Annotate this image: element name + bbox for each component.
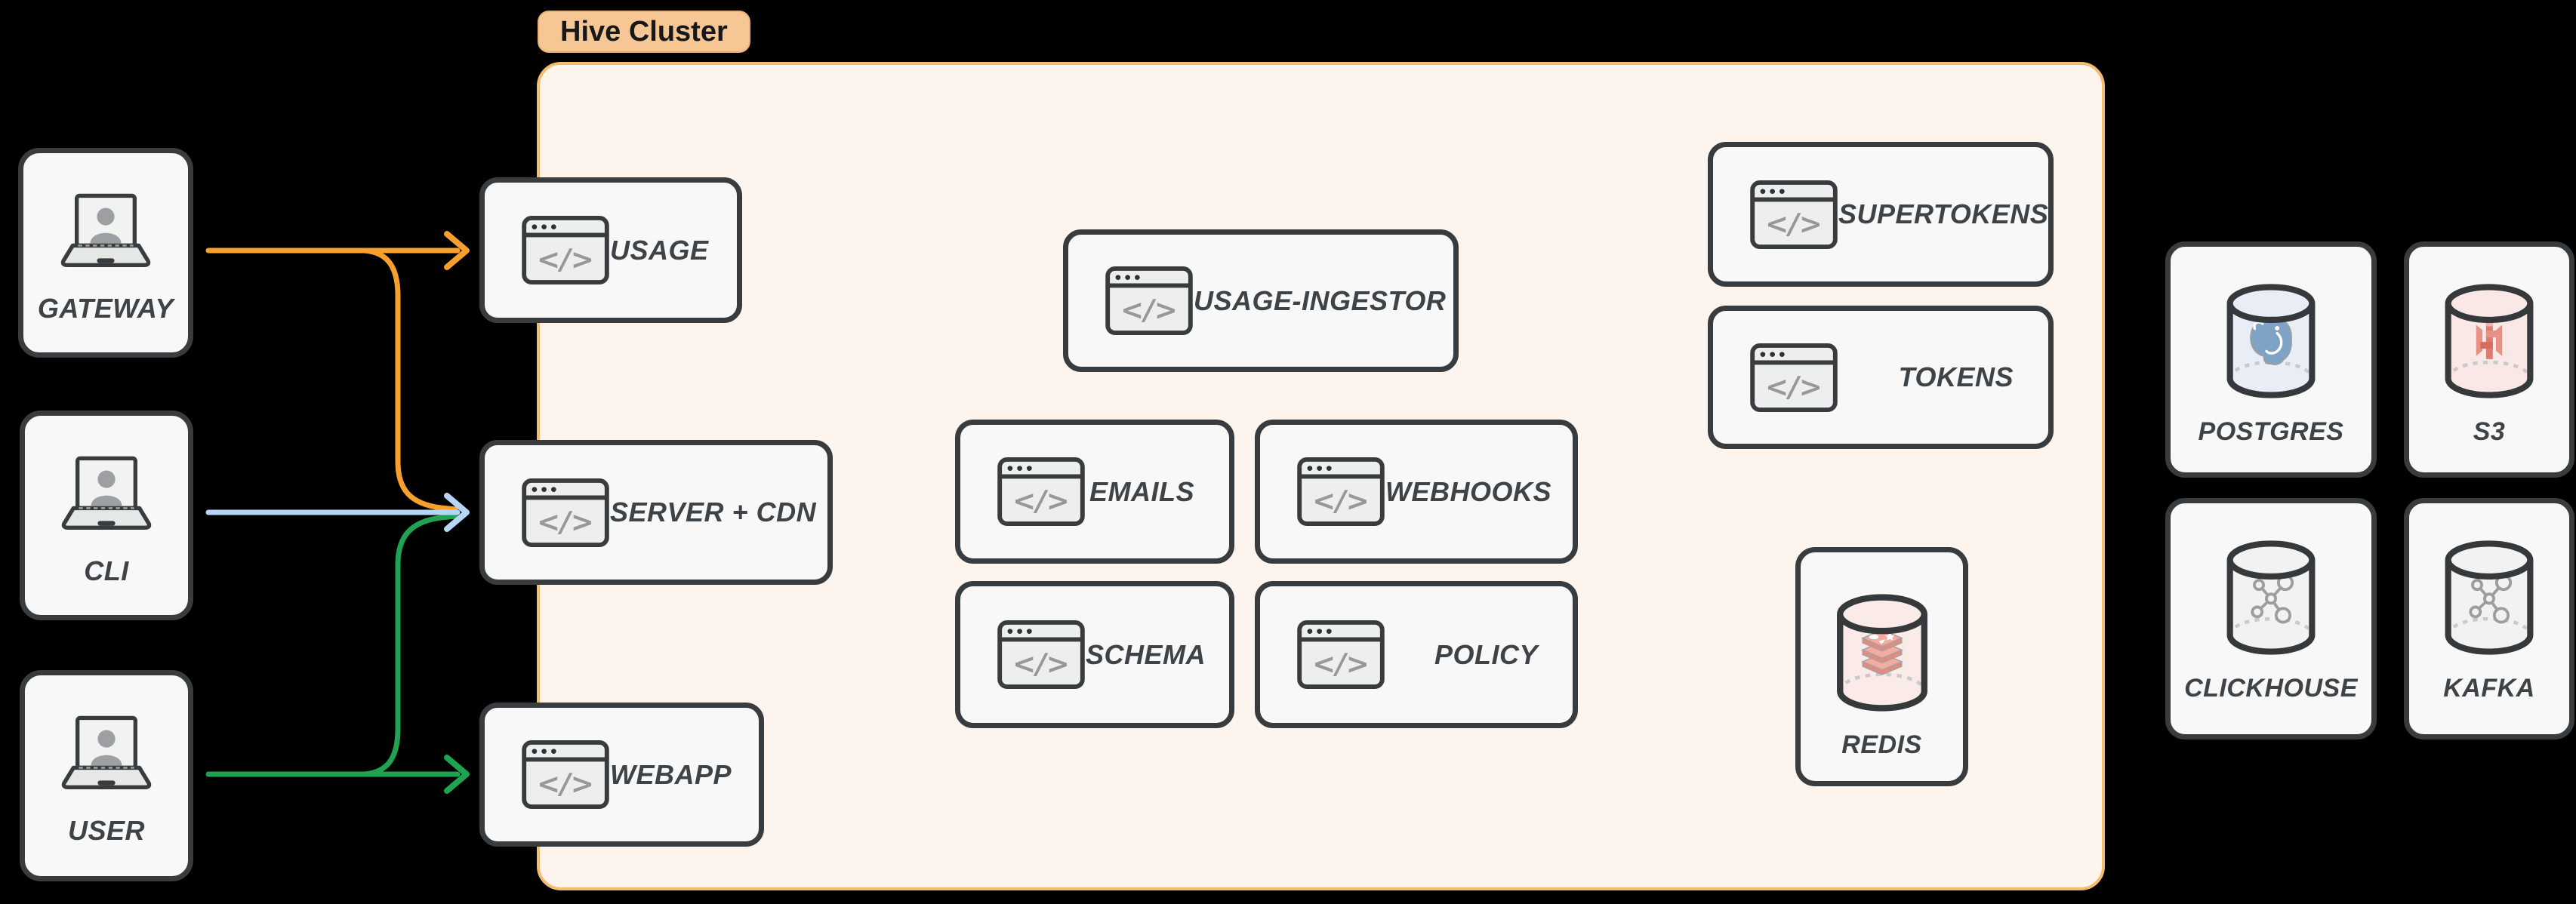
code-window-icon [997, 457, 1086, 527]
node-supertokens: SUPERTOKENS [1708, 142, 2054, 287]
arrowhead-usage [444, 231, 470, 270]
node-kafka: KAFKA [2404, 498, 2574, 739]
arrowhead-webapp [444, 755, 470, 794]
node-webhooks: WEBHOOKS [1255, 420, 1578, 564]
node-label-s3: S3 [2473, 417, 2506, 446]
arrowhead-servercdn [444, 493, 470, 532]
s3-db-icon [2438, 283, 2541, 399]
hive-cluster-badge: Hive Cluster [538, 11, 750, 53]
node-s3: S3 [2404, 241, 2574, 478]
code-window-icon [521, 215, 610, 285]
node-usage: USAGE [479, 177, 742, 323]
edge-user-servercdn [361, 513, 458, 777]
node-label-clickhouse: CLICKHOUSE [2184, 674, 2358, 703]
redis-db-icon [1829, 593, 1935, 712]
code-window-icon [997, 620, 1086, 690]
node-label-webhooks: WEBHOOKS [1385, 475, 1551, 507]
node-emails: EMAILS [955, 420, 1234, 564]
node-clickhouse: CLICKHOUSE [2165, 498, 2377, 739]
node-label-tokens: TOKENS [1898, 361, 2014, 392]
node-label-schema: SCHEMA [1086, 638, 1206, 670]
node-server-cdn: SERVER + CDN [479, 440, 833, 585]
code-window-icon [521, 739, 610, 810]
node-label-gateway: GATEWAY [37, 293, 174, 324]
node-label-usage-ingestor: USAGE-INGESTOR [1194, 284, 1447, 316]
node-tokens: TOKENS [1708, 306, 2054, 449]
code-window-icon [521, 478, 610, 548]
edge-gateway-servercdn [361, 248, 458, 512]
node-label-emails: EMAILS [1089, 475, 1194, 507]
hive-cluster-label: Hive Cluster [560, 15, 728, 48]
kafka-db-icon [2438, 540, 2541, 656]
node-label-usage: USAGE [610, 234, 709, 266]
node-cli: CLI [20, 410, 193, 620]
postgres-db-icon [2220, 283, 2322, 399]
node-postgres: POSTGRES [2165, 241, 2377, 478]
laptop-user-icon [48, 192, 163, 273]
code-window-icon [1296, 620, 1385, 690]
node-label-redis: REDIS [1841, 730, 1922, 759]
node-label-postgres: POSTGRES [2198, 417, 2344, 446]
code-window-icon [1749, 343, 1838, 413]
code-window-icon [1105, 266, 1194, 336]
clickhouse-db-icon [2220, 540, 2322, 656]
node-label-user: USER [67, 815, 146, 846]
node-redis: REDIS [1795, 547, 1968, 786]
node-policy: POLICY [1255, 581, 1578, 728]
node-label-supertokens: SUPERTOKENS [1838, 198, 2049, 229]
node-webapp: WEBAPP [479, 703, 764, 847]
node-label-cli: CLI [84, 555, 129, 586]
node-label-server-cdn: SERVER + CDN [610, 497, 817, 527]
node-schema: SCHEMA [955, 581, 1234, 728]
laptop-user-icon [49, 715, 164, 795]
node-usage-ingestor: USAGE-INGESTOR [1063, 229, 1459, 372]
node-gateway: GATEWAY [18, 148, 193, 358]
laptop-user-icon [49, 455, 164, 536]
code-window-icon [1749, 180, 1838, 250]
node-user: USER [20, 670, 193, 881]
node-label-policy: POLICY [1434, 638, 1538, 670]
node-label-webapp: WEBAPP [610, 758, 732, 790]
code-window-icon [1296, 457, 1385, 527]
node-label-kafka: KAFKA [2443, 674, 2535, 703]
